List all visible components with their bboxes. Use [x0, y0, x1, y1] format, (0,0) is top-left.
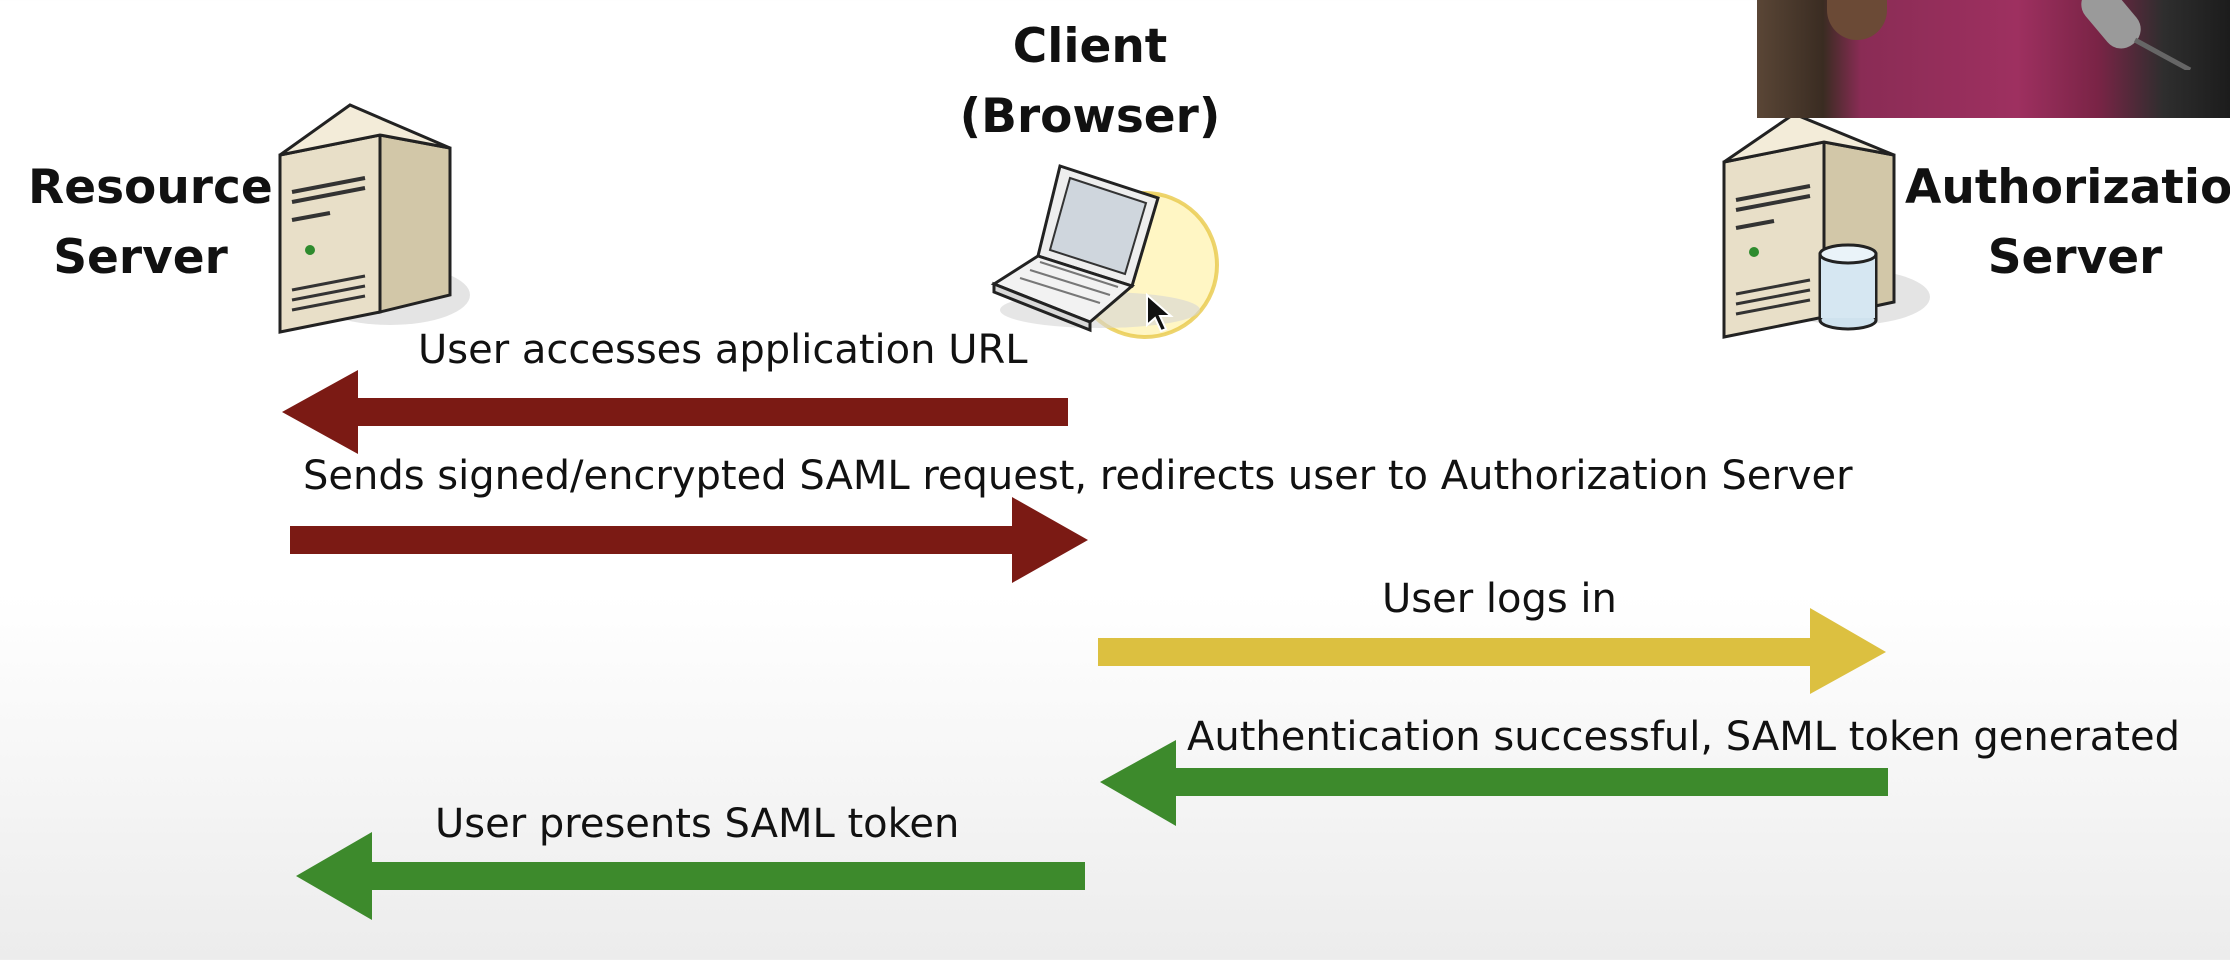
flow-label-user-logs-in: User logs in — [1382, 576, 1617, 622]
flow-label-sends-saml-request: Sends signed/encrypted SAML request, red… — [303, 453, 1853, 499]
resource-server-label: Resource Server — [28, 160, 273, 285]
presenter-webcam-video — [1757, 0, 2230, 118]
authorization-server-label: Authorization Server — [1905, 160, 2230, 285]
server-tower-icon — [278, 103, 470, 334]
client-browser-label: Client (Browser) — [959, 19, 1221, 144]
laptop-icon — [990, 164, 1219, 339]
flow-label-user-accesses-url: User accesses application URL — [418, 327, 1028, 373]
presenter-face — [1827, 0, 1887, 40]
mouse-pointer-icon — [1146, 292, 1174, 333]
microphone-icon — [2081, 0, 2192, 70]
server-database-icon — [1722, 112, 1930, 339]
flow-label-authentication-successful: Authentication successful, SAML token ge… — [1187, 714, 2180, 760]
flow-label-user-presents-token: User presents SAML token — [435, 801, 960, 847]
